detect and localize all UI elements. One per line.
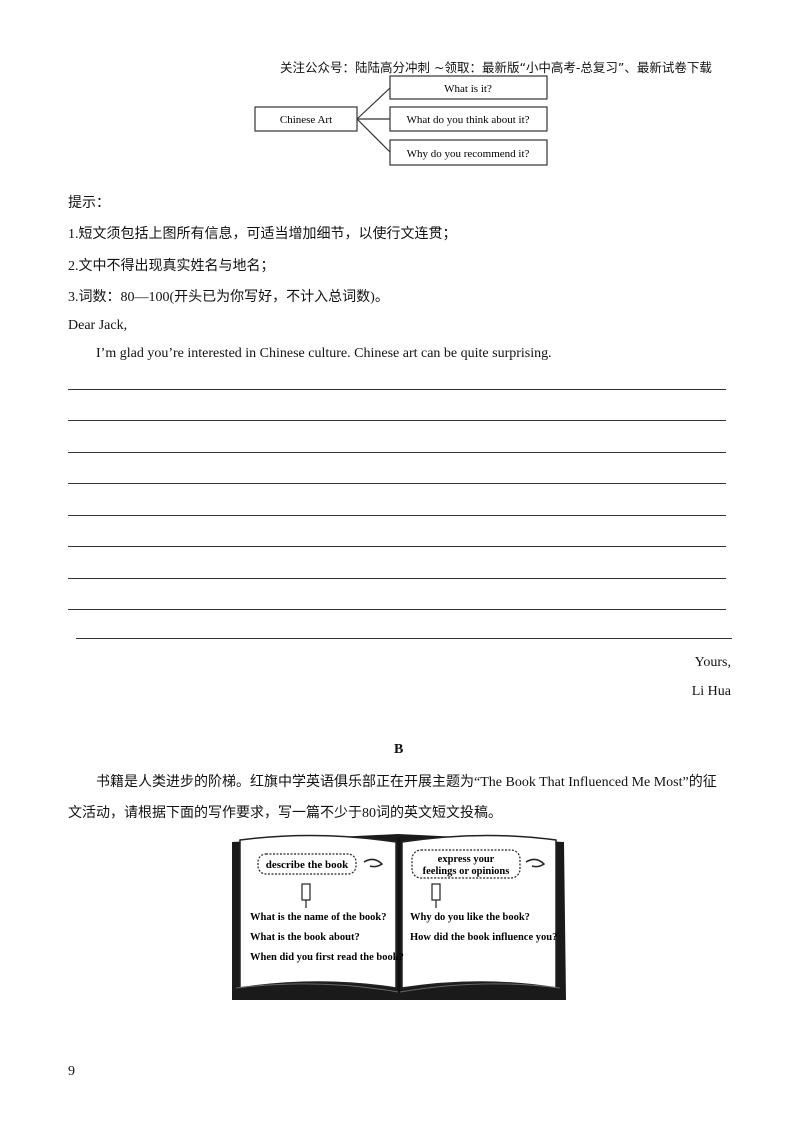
tip-item-3: 3.词数：80—100(开头已为你写好，不计入总词数)。 [68,290,389,305]
section-b-intro-line2: 文活动，请根据下面的写作要求，写一篇不少于80词的英文短文投稿。 [68,806,502,821]
letter-opening: I’m glad you’re interested in Chinese cu… [96,346,552,361]
tip-item-1: 1.短文须包括上图所有信息，可适当增加细节，以使行文连贯； [68,227,457,242]
mind-map-branch-box-3 [389,139,548,166]
writing-line [68,452,726,453]
writing-line [68,578,726,579]
writing-line [68,515,726,516]
letter-closing: Yours, [694,655,731,670]
mind-map-branch-3: Why do you recommend it? [407,148,530,160]
right-title-box [411,849,521,879]
writing-line [68,389,726,390]
letter-greeting: Dear Jack, [68,318,128,333]
left-question-1: What is the name of the book? [250,912,387,923]
right-question-2: How did the book influence you? [410,932,557,943]
right-title-line2: feelings or opinions [423,866,510,877]
left-question-2: What is the book about? [250,932,360,943]
mind-map-connector-1 [356,87,391,120]
mind-map-diagram: Chinese Art What is it? What do you thin… [254,75,548,166]
tips-title: 提示： [68,196,110,211]
mind-map-branch-box-1 [389,75,548,100]
writing-line [68,483,726,484]
left-question-3: When did you first read the book? [250,952,404,963]
open-book-illustration: describe the book What is the name of th… [232,834,566,1000]
left-title: describe the book [266,859,349,871]
section-b-label: B [394,742,404,757]
mind-map-center-label: Chinese Art [280,114,332,126]
swirl-decoration-left [363,858,384,868]
swirl-decoration-right [525,858,546,868]
writing-line [68,609,726,610]
down-arrow-icon [301,883,311,901]
writing-line [68,546,726,547]
section-b-intro-line1: 书籍是人类进步的阶梯。红旗中学英语俱乐部正在开展主题为“The Book Tha… [96,775,717,790]
writing-line [68,420,726,421]
mind-map-branch-2: What do you think about it? [406,114,529,126]
writing-line [76,638,732,639]
mind-map-connector-3 [356,118,391,153]
left-title-box [257,853,357,875]
down-arrow-icon [431,883,441,901]
letter-signature: Li Hua [691,684,731,699]
page-header: 关注公众号：陆陆高分冲刺 ~领取：最新版“小中高考-总复习”、最新试卷下载 [280,60,712,75]
tip-item-2: 2.文中不得出现真实姓名与地名； [68,259,275,274]
page-number: 9 [68,1064,75,1079]
right-title-line1: express your [438,854,495,865]
mind-map-branch-box-2 [389,106,548,132]
mind-map-branch-1: What is it? [444,83,492,95]
right-question-1: Why do you like the book? [410,912,530,923]
